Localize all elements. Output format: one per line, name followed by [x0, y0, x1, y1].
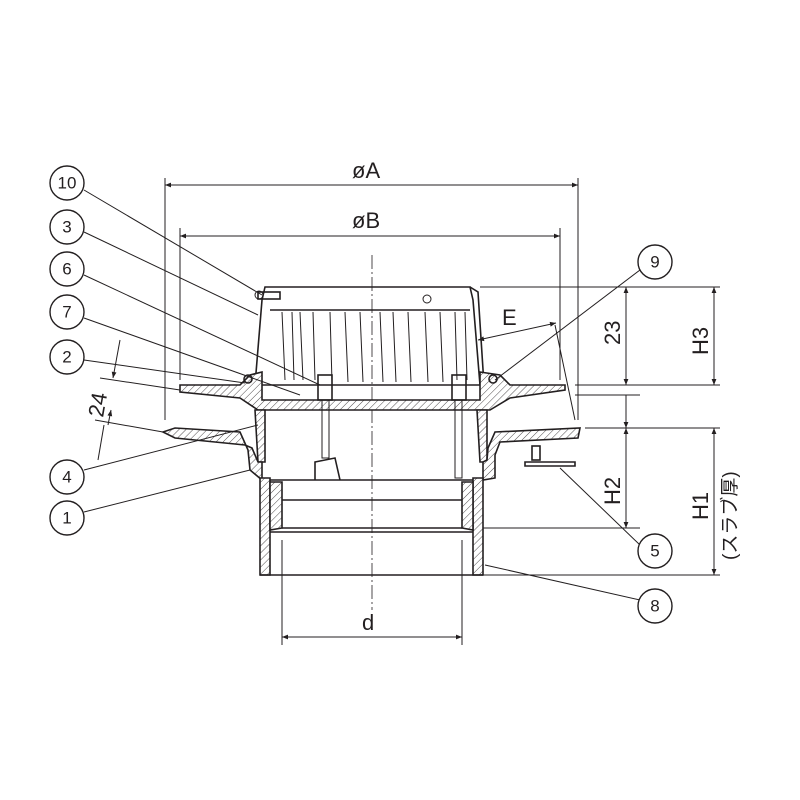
- leader-lines: [83, 189, 641, 601]
- extension-lines: [164, 178, 720, 645]
- part-callout-4: 4: [49, 459, 85, 495]
- part-callout-3: 3: [49, 209, 85, 245]
- body-wall-right: [476, 409, 488, 463]
- part-callout-7: 7: [49, 294, 85, 330]
- dim-h1: H1: [688, 492, 713, 520]
- strainer: [254, 286, 485, 386]
- part-callout-9: 9: [637, 244, 673, 280]
- svg-text:4: 4: [62, 468, 71, 487]
- svg-text:7: 7: [62, 303, 71, 322]
- dimension-lines: [94, 182, 717, 640]
- part-callout-2: 2: [49, 339, 85, 375]
- part-callout-5: 5: [637, 533, 673, 569]
- part-callout-10: 10: [49, 165, 85, 201]
- dim-d: d: [362, 610, 374, 635]
- svg-text:5: 5: [650, 542, 659, 561]
- dim-24: 24: [83, 390, 112, 418]
- dim-e: E: [502, 305, 517, 330]
- svg-text:2: 2: [62, 348, 71, 367]
- dim-23: 23: [600, 321, 625, 345]
- dim-dia-a: øA: [352, 158, 380, 183]
- part-callout-1: 1: [49, 500, 85, 536]
- svg-text:6: 6: [62, 260, 71, 279]
- upper-flange: [179, 370, 566, 411]
- dim-h1-note: (スラブ厚): [718, 471, 741, 560]
- wing-nut: [524, 445, 576, 467]
- svg-text:1: 1: [62, 509, 71, 528]
- dim-h3: H3: [688, 327, 713, 355]
- body-wall-left: [254, 409, 266, 463]
- bolts: [243, 374, 498, 481]
- lower-flange-left: [160, 427, 263, 482]
- svg-text:10: 10: [58, 174, 77, 193]
- dim-dia-b: øB: [352, 208, 380, 233]
- part-callout-8: 8: [637, 588, 673, 624]
- svg-text:3: 3: [62, 218, 71, 237]
- pipe: [259, 477, 484, 576]
- part-callout-6: 6: [49, 251, 85, 287]
- svg-text:8: 8: [650, 597, 659, 616]
- svg-text:9: 9: [650, 253, 659, 272]
- dim-h2: H2: [600, 477, 625, 505]
